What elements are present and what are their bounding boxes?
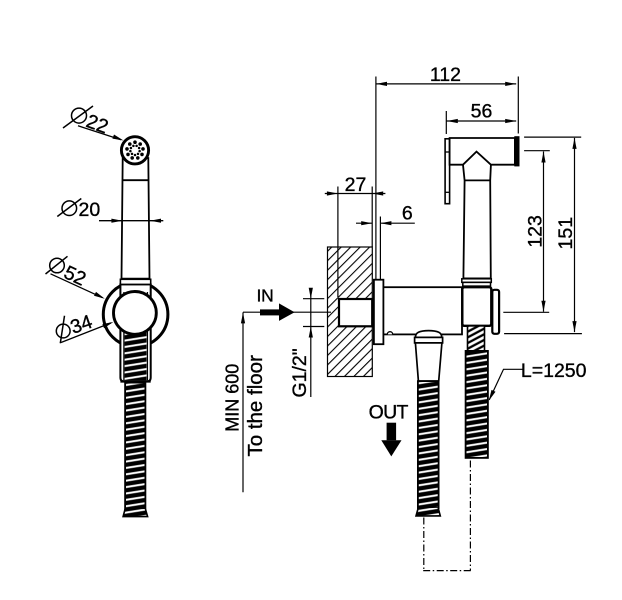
svg-text:G1/2": G1/2" [289,348,311,397]
svg-text:MIN 600: MIN 600 [223,364,243,432]
svg-text:27: 27 [345,174,367,196]
svg-text:20: 20 [79,199,101,221]
svg-text:151: 151 [555,217,577,250]
svg-text:112: 112 [430,64,461,86]
svg-text:6: 6 [402,203,413,225]
svg-text:To the floor: To the floor [244,355,267,457]
svg-text:123: 123 [525,215,547,248]
svg-text:L=1250: L=1250 [521,360,587,382]
svg-text:IN: IN [257,285,274,305]
svg-text:OUT: OUT [369,402,409,424]
svg-text:56: 56 [471,101,493,123]
